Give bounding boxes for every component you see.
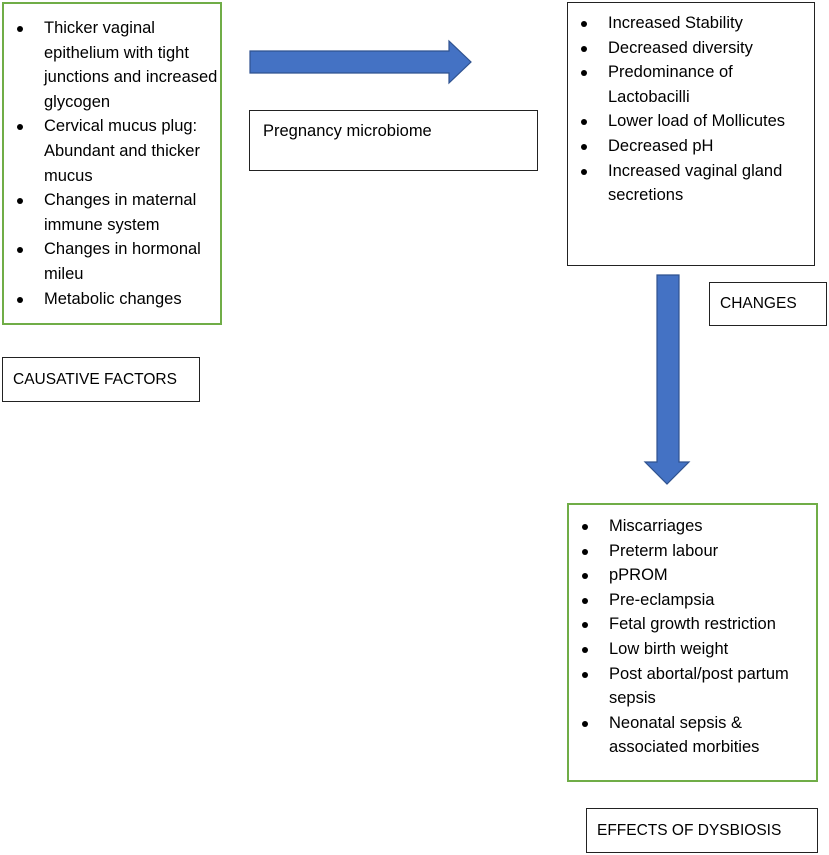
list-item: pPROM (569, 563, 816, 588)
list-item: Neonatal sepsis & associated morbities (569, 711, 816, 760)
list-item: Post abortal/post partum sepsis (569, 662, 816, 711)
causative-factors-box: Thicker vaginal epithelium with tight ju… (2, 2, 222, 325)
list-item: Decreased pH (568, 134, 814, 159)
list-item: Thicker vaginal epithelium with tight ju… (4, 16, 220, 114)
list-item: Low birth weight (569, 637, 816, 662)
list-item: Pre-eclampsia (569, 588, 816, 613)
list-item: Fetal growth restriction (569, 612, 816, 637)
list-item: Predominance of Lactobacilli (568, 60, 814, 109)
pregnancy-microbiome-label: Pregnancy microbiome (263, 122, 432, 140)
pregnancy-microbiome-box: Pregnancy microbiome (249, 110, 538, 171)
changes-box: Increased Stability Decreased diversity … (567, 2, 815, 266)
list-item: Miscarriages (569, 514, 816, 539)
list-item: Changes in hormonal mileu (4, 237, 220, 286)
effects-list: Miscarriages Preterm labour pPROM Pre-ec… (569, 514, 816, 760)
down-arrow-shape (643, 274, 691, 485)
causative-factors-label: CAUSATIVE FACTORS (2, 357, 200, 402)
effects-label: EFFECTS OF DYSBIOSIS (586, 808, 818, 853)
effects-box: Miscarriages Preterm labour pPROM Pre-ec… (567, 503, 818, 782)
causative-factors-list: Thicker vaginal epithelium with tight ju… (4, 16, 220, 311)
down-arrow (643, 274, 691, 485)
right-arrow-shape (249, 39, 472, 85)
list-item: Increased vaginal gland secretions (568, 159, 814, 208)
changes-list: Increased Stability Decreased diversity … (568, 11, 814, 208)
list-item: Increased Stability (568, 11, 814, 36)
list-item: Metabolic changes (4, 287, 220, 312)
list-item: Lower load of Mollicutes (568, 109, 814, 134)
list-item: Decreased diversity (568, 36, 814, 61)
changes-label: CHANGES (709, 282, 827, 326)
list-item: Cervical mucus plug: Abundant and thicke… (4, 114, 220, 188)
list-item: Changes in maternal immune system (4, 188, 220, 237)
list-item: Preterm labour (569, 539, 816, 564)
right-arrow (249, 39, 472, 85)
